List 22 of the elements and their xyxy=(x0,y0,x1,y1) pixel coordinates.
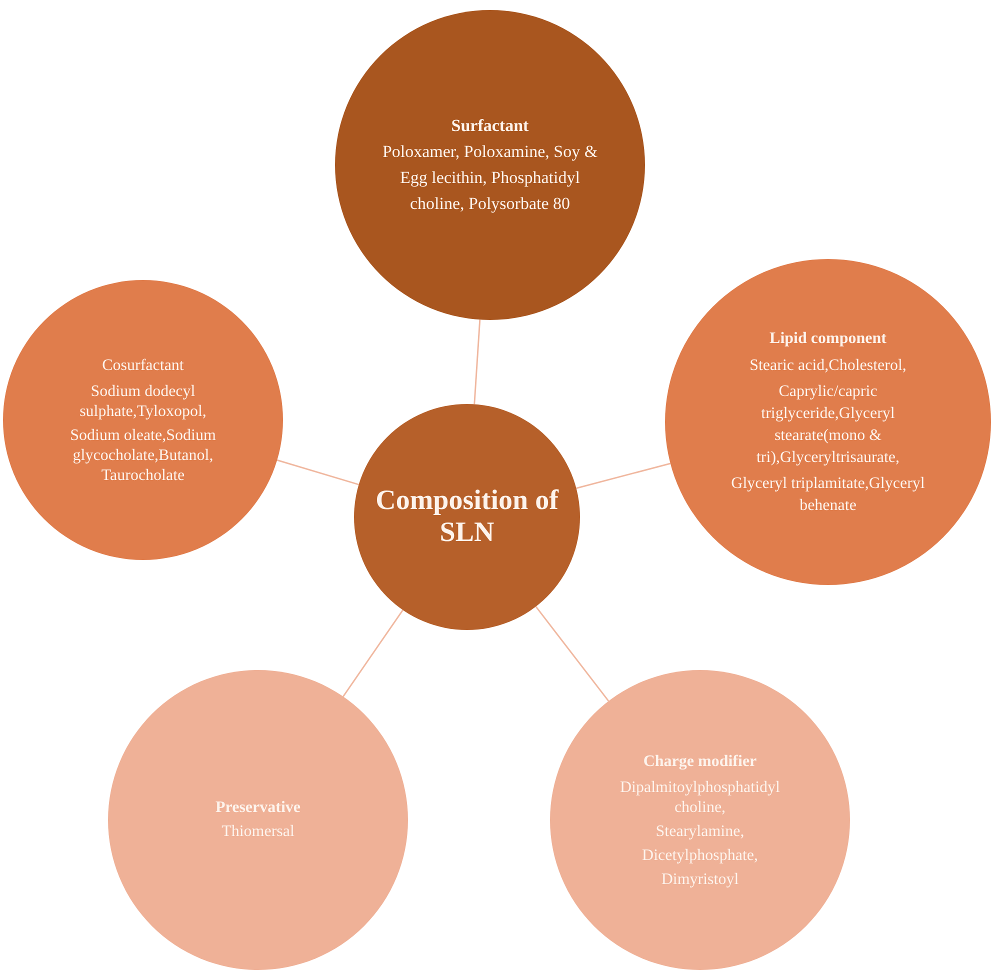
connector-line xyxy=(342,610,404,697)
item-list: Glyceryl triplamitate,Glyceryl behenate xyxy=(728,473,928,517)
category-heading: Preservative xyxy=(214,798,302,818)
category-heading: Cosurfactant xyxy=(101,356,185,376)
item-list: Dipalmitoylphosphatidyl choline, xyxy=(595,778,805,818)
category-heading: Composition of SLN xyxy=(374,485,560,549)
connector-line xyxy=(576,462,671,489)
item-list: Dicetylphosphate, xyxy=(595,846,805,866)
item-list: Sodium dodecyl sulphate,Tyloxopol, xyxy=(43,382,243,422)
connector-line xyxy=(276,459,359,486)
item-list: Caprylic/capric triglyceride,Glyceryl stearate(mono & tri),Glyceryltrisaurate, xyxy=(728,381,928,469)
item-list: Sodium oleate,Sodium glycocholate,Butanol, Taurocholate xyxy=(43,426,243,486)
item-list: Poloxamer, Poloxamine, Soy & Egg lecithin, Phosphatidyl choline, Polysorbate 80 xyxy=(375,138,605,217)
category-heading: Lipid component xyxy=(768,329,888,349)
connector-line xyxy=(474,320,481,404)
connector-line xyxy=(535,606,610,702)
item-list: Stearic acid,Cholesterol, xyxy=(728,355,928,377)
category-heading: Charge modifier xyxy=(642,752,758,772)
item-list: Thiomersal xyxy=(158,820,358,844)
item-list: Stearylamine, xyxy=(595,822,805,842)
item-list: Dimyristoyl xyxy=(595,870,805,890)
category-heading: Surfactant xyxy=(450,115,530,138)
